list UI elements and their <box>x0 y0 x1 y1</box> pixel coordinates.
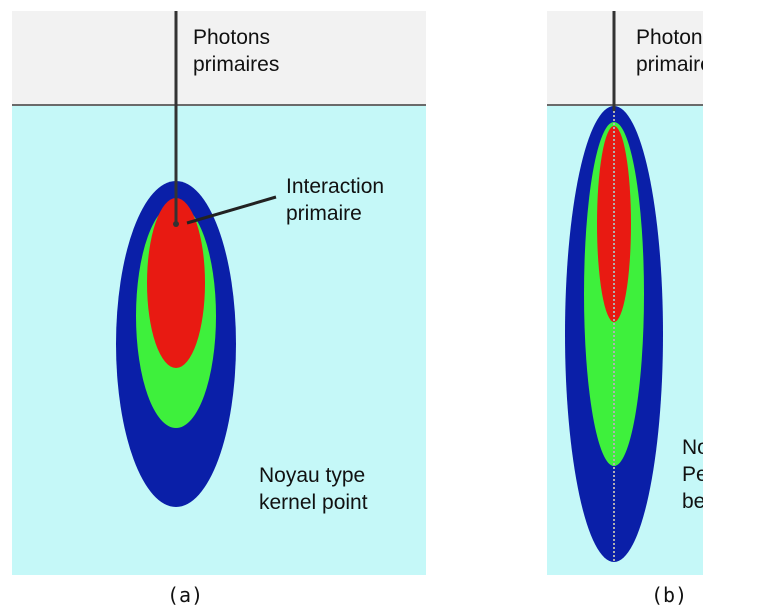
inner-dose-zone-a <box>147 198 205 368</box>
panel-a-point-kernel: Photons primaires Interaction primaire N… <box>12 11 426 575</box>
interaction-primaire-label: Interaction primaire <box>286 175 385 225</box>
interaction-pointer-arrow <box>186 195 277 225</box>
caption-a: (a) <box>167 583 204 607</box>
photons-primaires-label-b: Photons primaires <box>636 26 703 76</box>
noyau-type-kernel-point-label: Noyau type kernel point <box>259 464 368 514</box>
kernel-diagram-b <box>565 11 663 562</box>
primary-interaction-point <box>173 221 179 227</box>
kernel-diagram-a <box>116 11 277 507</box>
photons-primaires-label-a: Photons primaires <box>193 26 280 76</box>
caption-b: (b) <box>651 583 688 607</box>
panel-b-pencil-beam: Photons primaires Noyau Pencil beam <box>547 11 703 575</box>
noyau-pencil-beam-label: Noyau Pencil beam <box>682 436 703 513</box>
